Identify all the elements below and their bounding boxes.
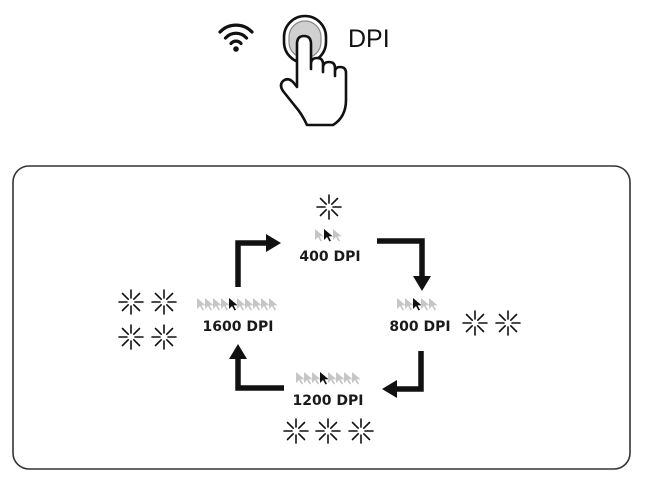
cycle-arrows bbox=[229, 234, 431, 398]
dpi-label-1200: 1200 DPI bbox=[293, 393, 364, 409]
pointing-hand-icon bbox=[279, 34, 348, 127]
dpi-button-label: DPI bbox=[348, 25, 390, 53]
dpi-level-1600: 1600 DPI bbox=[118, 289, 278, 350]
arrow-400-to-800 bbox=[377, 238, 431, 291]
dpi-level-400: 400 DPI bbox=[299, 194, 361, 265]
dpi-label-400: 400 DPI bbox=[299, 249, 360, 265]
dpi-level-800: 800 DPI bbox=[389, 298, 521, 336]
arrow-1200-to-1600 bbox=[229, 344, 284, 391]
arrow-800-to-1200 bbox=[382, 351, 424, 398]
dpi-level-1200: 1200 DPI bbox=[283, 372, 374, 444]
wifi-icon bbox=[218, 23, 254, 52]
header: DPI bbox=[218, 14, 390, 127]
cycle-panel bbox=[12, 165, 631, 470]
arrow-1600-to-400 bbox=[235, 234, 281, 287]
dpi-label-1600: 1600 DPI bbox=[203, 319, 274, 335]
dpi-label-800: 800 DPI bbox=[389, 319, 450, 335]
